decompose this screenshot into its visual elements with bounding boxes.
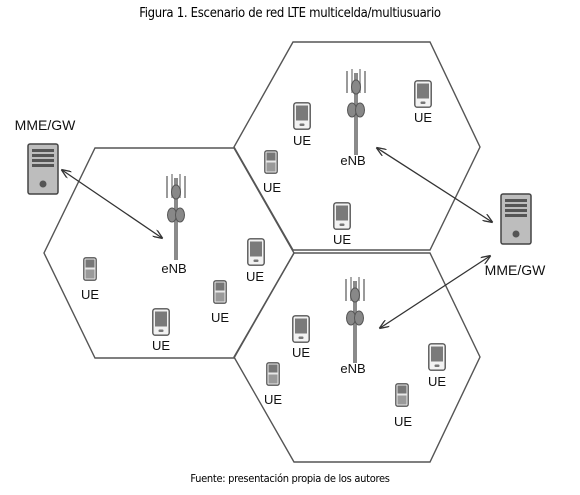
enb-left-label: eNB [161, 261, 186, 276]
ue-label: UE [428, 374, 446, 389]
smartphone-icon [333, 202, 351, 230]
smartphone-icon [247, 238, 265, 266]
ue-label: UE [293, 133, 311, 148]
ue-label: UE [333, 232, 351, 247]
mobile-phone-icon [264, 150, 278, 174]
ue-label: UE [81, 287, 99, 302]
cell-hexagons [43, 41, 481, 463]
tower-icon [164, 172, 188, 260]
server-icon [500, 193, 532, 245]
mobile-phone-icon [83, 257, 97, 281]
smartphone-icon [152, 308, 170, 336]
server-icon [27, 143, 59, 195]
mme-left-label: MME/GW [15, 117, 76, 133]
tower-icon [343, 275, 367, 363]
ue-bottom-4: UE [394, 383, 412, 429]
ue-label: UE [292, 345, 310, 360]
tower-icon [344, 67, 368, 155]
ue-left-1: UE [81, 257, 99, 302]
enb-bottom-label: eNB [340, 361, 365, 376]
ue-left-5: UE [263, 150, 281, 195]
links [62, 148, 492, 328]
enb-top-label: eNB [340, 153, 365, 168]
mobile-phone-icon [213, 280, 227, 304]
figure-title: Figura 1. Escenario de red LTE multiceld… [139, 6, 441, 21]
ue-label: UE [246, 269, 264, 284]
ue-label: UE [152, 338, 170, 353]
mme-right: MME/GW [485, 193, 546, 278]
ue-bottom-3: UE [428, 343, 446, 389]
ue-top-1: UE [293, 102, 311, 148]
link-mme-left-enb [62, 170, 162, 238]
smartphone-icon [428, 343, 446, 371]
enb-top: eNB [340, 67, 368, 168]
cell-bottom-right [233, 252, 481, 463]
ue-bottom-2: UE [264, 362, 282, 407]
mobile-phone-icon [266, 362, 280, 386]
enb-bottom: eNB [340, 275, 367, 376]
mobile-phone-icon [395, 383, 409, 407]
ue-top-2: UE [414, 80, 432, 125]
ue-left-4: UE [246, 238, 265, 284]
ue-label: UE [211, 310, 229, 325]
ue-bottom-1: UE [292, 315, 310, 360]
smartphone-icon [293, 102, 311, 130]
ue-left-2: UE [152, 308, 170, 353]
link-top-enb-mme-right [377, 148, 492, 222]
figure-source: Fuente: presentación propia de los autor… [190, 472, 390, 485]
ue-label: UE [264, 392, 282, 407]
ue-left-3: UE [211, 280, 229, 325]
enb-left: eNB [161, 172, 188, 276]
ue-label: UE [394, 414, 412, 429]
smartphone-icon [292, 315, 310, 343]
smartphone-icon [414, 80, 432, 108]
ue-label: UE [414, 110, 432, 125]
ue-label: UE [263, 180, 281, 195]
mme-right-label: MME/GW [485, 262, 546, 278]
link-bottom-enb-mme-right [380, 256, 490, 328]
ue-top-3: UE [333, 202, 351, 247]
cell-top-right [233, 41, 481, 251]
mme-left: MME/GW [15, 117, 76, 195]
